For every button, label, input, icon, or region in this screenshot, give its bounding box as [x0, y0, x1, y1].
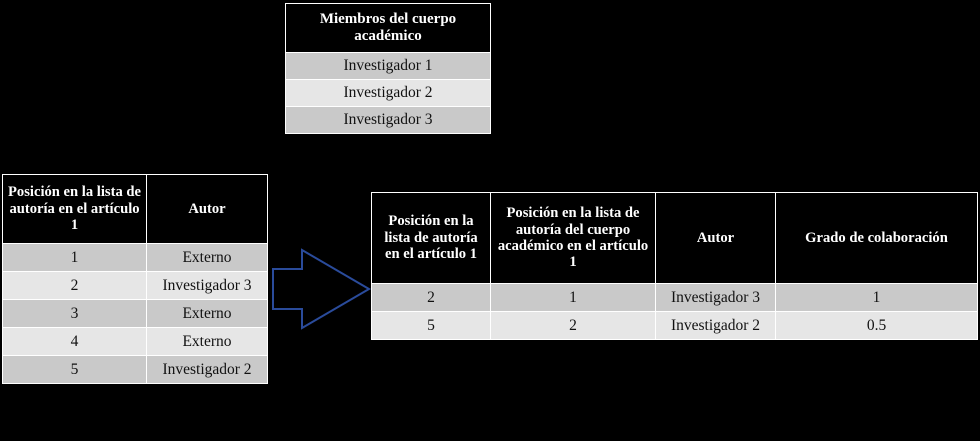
- result-cell-degree: 0.5: [775, 311, 978, 340]
- members-cell-researcher: Investigador 3: [285, 106, 491, 134]
- table-row: 1 Externo: [2, 243, 268, 272]
- table-row: Investigador 1: [285, 52, 491, 80]
- members-header-cell: Miembros del cuerpo académico: [285, 3, 491, 53]
- result-cell-author: Investigador 2: [655, 311, 776, 340]
- result-header-collaboration-degree: Grado de colaboración: [775, 192, 978, 284]
- members-table: Miembros del cuerpo académico Investigad…: [285, 3, 491, 134]
- table-row: 3 Externo: [2, 299, 268, 328]
- table-header-row: Posición en la lista de autoría en el ar…: [2, 174, 268, 244]
- table-row: 2 1 Investigador 3 1: [371, 283, 978, 312]
- source-cell-author: Investigador 3: [146, 271, 268, 300]
- result-cell-body-position: 2: [490, 311, 656, 340]
- source-cell-author: Externo: [146, 327, 268, 356]
- result-cell-article-position: 5: [371, 311, 491, 340]
- source-cell-position: 5: [2, 355, 147, 384]
- source-header-author: Autor: [146, 174, 268, 244]
- source-table-body: 1 Externo 2 Investigador 3 3 Externo 4 E…: [2, 243, 268, 384]
- source-table-head: Posición en la lista de autoría en el ar…: [2, 174, 268, 244]
- result-header-article-position: Posición en la lista de autoría en el ar…: [371, 192, 491, 284]
- members-cell-researcher: Investigador 1: [285, 52, 491, 80]
- table-header-row: Posición en la lista de autoría en el ar…: [371, 192, 978, 284]
- table-row: 2 Investigador 3: [2, 271, 268, 300]
- result-header-body-position: Posición en la lista de autoría del cuer…: [490, 192, 656, 284]
- table-row: 5 Investigador 2: [2, 355, 268, 384]
- source-header-position: Posición en la lista de autoría en el ar…: [2, 174, 147, 244]
- result-cell-body-position: 1: [490, 283, 656, 312]
- result-table-body: 2 1 Investigador 3 1 5 2 Investigador 2 …: [371, 283, 978, 340]
- source-cell-position: 3: [2, 299, 147, 328]
- result-cell-article-position: 2: [371, 283, 491, 312]
- table-row: Investigador 3: [285, 106, 491, 134]
- result-header-author: Autor: [655, 192, 776, 284]
- result-cell-degree: 1: [775, 283, 978, 312]
- result-cell-author: Investigador 3: [655, 283, 776, 312]
- source-cell-author: Investigador 2: [146, 355, 268, 384]
- members-table-head: Miembros del cuerpo académico: [285, 3, 491, 53]
- arrow-outline-shape: [272, 248, 371, 330]
- source-cell-position: 4: [2, 327, 147, 356]
- result-table-head: Posición en la lista de autoría en el ar…: [371, 192, 978, 284]
- source-cell-position: 2: [2, 271, 147, 300]
- table-row: 5 2 Investigador 2 0.5: [371, 311, 978, 340]
- table-header-row: Miembros del cuerpo académico: [285, 3, 491, 53]
- table-row: 4 Externo: [2, 327, 268, 356]
- table-row: Investigador 2: [285, 79, 491, 107]
- source-cell-author: Externo: [146, 299, 268, 328]
- source-authorship-table: Posición en la lista de autoría en el ar…: [2, 174, 268, 384]
- right-arrow-icon: [272, 248, 371, 330]
- source-cell-position: 1: [2, 243, 147, 272]
- members-table-body: Investigador 1 Investigador 2 Investigad…: [285, 52, 491, 134]
- collaboration-result-table: Posición en la lista de autoría en el ar…: [371, 192, 978, 340]
- source-cell-author: Externo: [146, 243, 268, 272]
- members-cell-researcher: Investigador 2: [285, 79, 491, 107]
